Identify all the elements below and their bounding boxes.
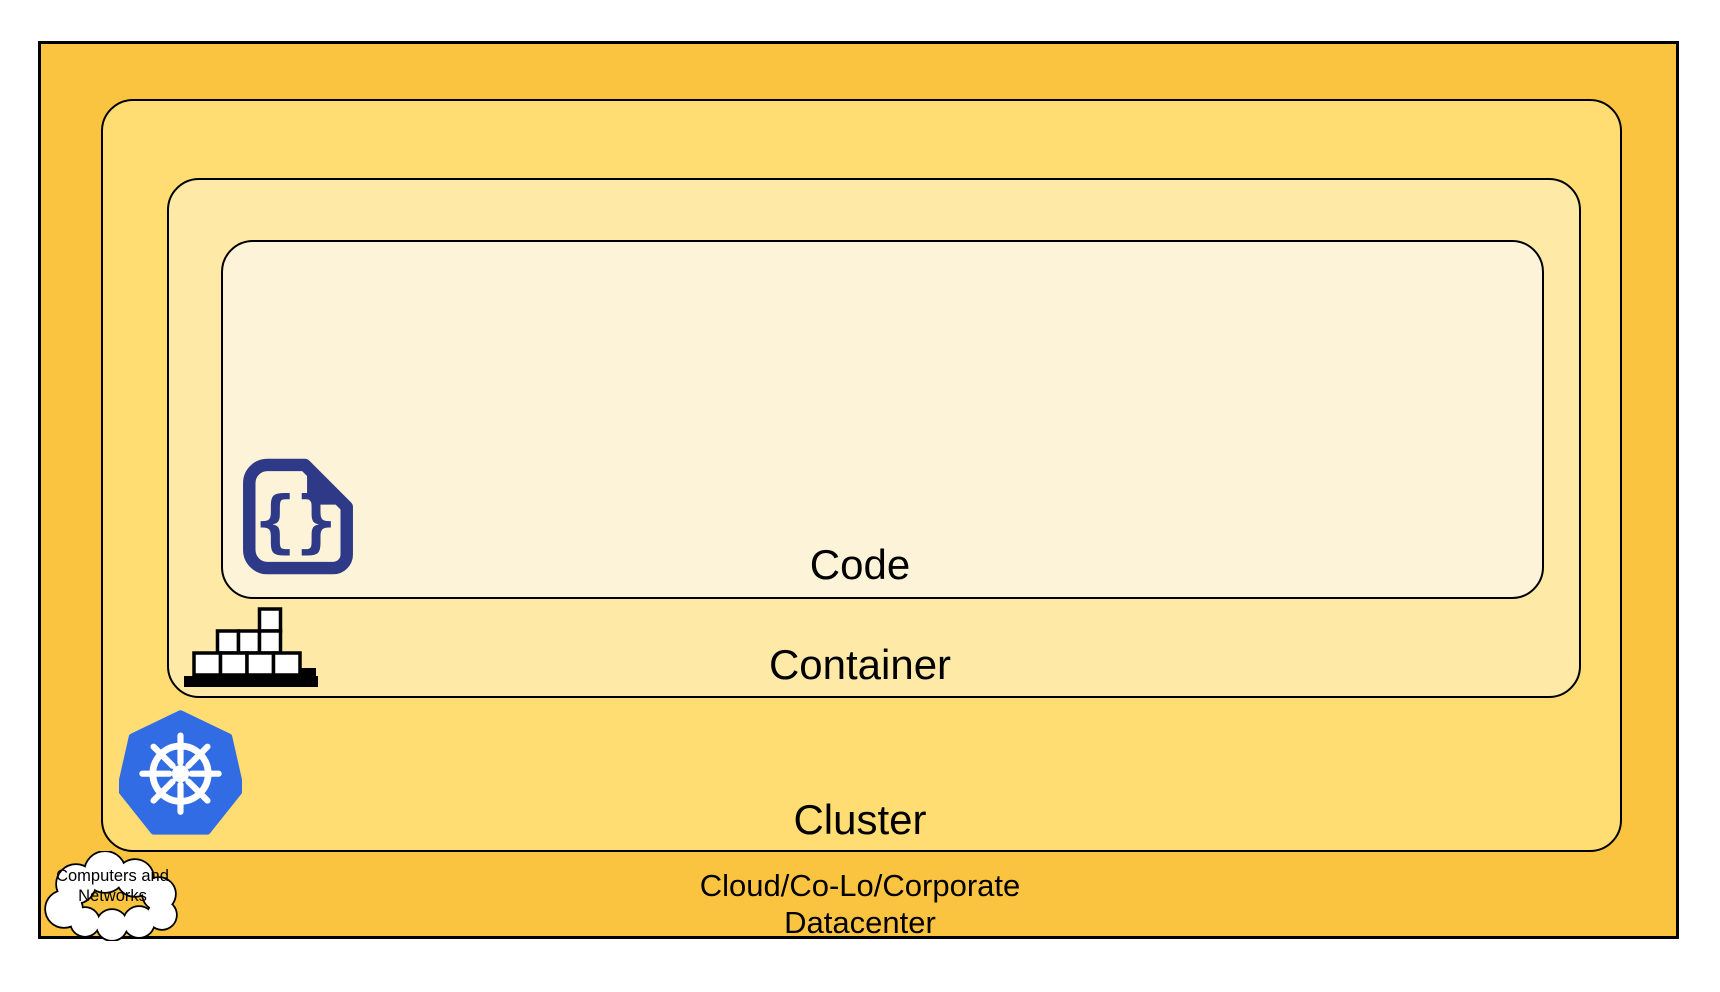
block-mid-1	[215, 629, 241, 655]
block-bot-3	[245, 651, 276, 677]
block-bot-4	[271, 651, 302, 677]
code-file-outline	[243, 458, 353, 575]
kubernetes-hub	[171, 765, 190, 783]
pallet-step	[300, 668, 316, 677]
cloud-callout-line1: Computers and	[56, 867, 169, 885]
container-blocks-icon	[184, 607, 318, 687]
container-label: Container	[768, 641, 952, 688]
datacenter-label-line2: Datacenter	[784, 905, 936, 940]
block-mid-2	[236, 629, 262, 655]
block-mid-3	[257, 629, 283, 655]
code-file-fold	[307, 462, 349, 505]
kubernetes-wheel	[139, 732, 222, 815]
pallet-bar	[184, 676, 318, 687]
cloud-callout-line2: Networks	[78, 887, 147, 905]
code-label: Code	[809, 541, 911, 588]
cloud-body	[46, 852, 176, 940]
block-bot-2	[218, 651, 249, 677]
cluster-label: Cluster	[793, 796, 927, 843]
block-top	[257, 607, 283, 633]
cloud-icon	[44, 851, 178, 941]
datacenter-label-line1: Cloud/Co-Lo/Corporate	[699, 868, 1021, 903]
code-layer-box	[221, 240, 1544, 599]
code-braces-glyph: {}	[255, 482, 337, 561]
code-file-icon: {}	[243, 458, 353, 575]
kubernetes-wheel-icon	[119, 710, 242, 835]
block-bot-1	[192, 651, 223, 677]
